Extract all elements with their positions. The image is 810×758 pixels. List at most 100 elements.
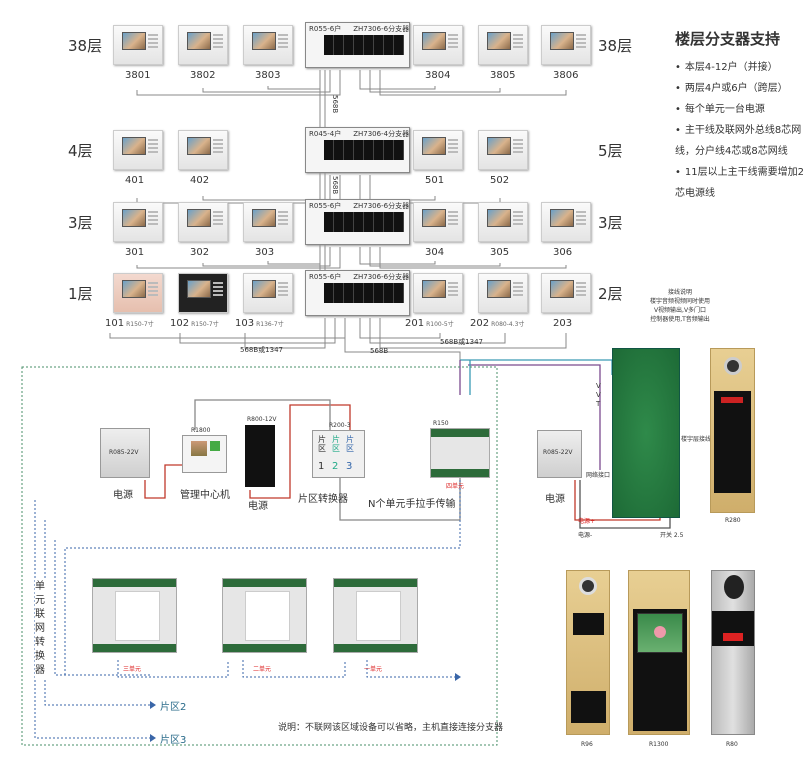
unit-number-text: 102	[170, 318, 190, 329]
monitor-buttons	[213, 282, 223, 296]
wire-pos-label: 电源+	[578, 518, 596, 525]
zone-3-text: 片区	[346, 435, 354, 453]
left-bus-label: 568B或1347	[240, 346, 283, 354]
power-2-label: 电源	[248, 501, 268, 512]
power-1-label: 电源	[113, 490, 133, 501]
splitter-model-code: R045-4户	[309, 130, 342, 138]
monitor-screen	[422, 137, 446, 155]
splitter-ports	[324, 212, 404, 232]
splitter-name: ZH7306-6分支器	[353, 273, 410, 281]
indoor-monitor	[113, 130, 163, 170]
vvt-label: V	[596, 382, 601, 390]
unit-number-text: 3802	[190, 70, 216, 81]
pcb-note: 接线说明 楼宇音频视频同时使用 V视频输出,V多门口 控制器使用,T音频输出	[645, 287, 715, 323]
splitter-name: ZH7306-4分支器	[353, 130, 410, 138]
monitor-screen	[252, 280, 276, 298]
unit-number-text: 302	[190, 247, 210, 258]
right-bus-label: 568B或1347	[440, 338, 483, 346]
side-item: 主干线及联网外总线8芯网线，分户线4芯或8芯网线	[675, 120, 807, 162]
management-center: R1800	[182, 427, 227, 473]
zone-2-text: 片区	[332, 435, 340, 453]
indoor-monitor	[413, 25, 463, 65]
chain-label: N个单元手拉手传输	[368, 499, 456, 510]
note: 说明：不联网该区域设备可以省略，主机直接连接分支器	[278, 723, 504, 733]
monitor-screen	[122, 209, 146, 227]
splitter-model-code: R055-6户	[309, 273, 342, 281]
indoor-monitor	[478, 130, 528, 170]
main-bus-label: 568B	[370, 347, 389, 355]
monitor-buttons	[576, 34, 586, 48]
floor-label-left: 38层	[68, 37, 103, 55]
trunk-wire-label: 568B	[331, 95, 339, 114]
indoor-monitor	[113, 202, 163, 242]
indoor-monitor	[243, 25, 293, 65]
indoor-monitor	[478, 202, 528, 242]
unit-number-text: 3805	[490, 70, 516, 81]
floor-label-right: 2层	[598, 285, 623, 303]
indoor-monitor	[541, 202, 591, 242]
monitor-buttons	[148, 34, 158, 48]
zone-3-label: 片区3	[160, 735, 187, 746]
indoor-monitor	[178, 25, 228, 65]
floor-label-right: 3层	[598, 214, 623, 232]
monitor-model: R100-5寸	[426, 321, 454, 328]
monitor-buttons	[213, 211, 223, 225]
monitor-buttons	[513, 282, 523, 296]
unit-number-text: 101	[105, 318, 125, 329]
indoor-monitor	[541, 273, 591, 313]
pcb-note-line: 楼宇音频视频同时使用	[649, 298, 710, 305]
monitor-buttons	[278, 282, 288, 296]
lock-label: 楼宇层接线	[681, 436, 712, 443]
monitor-screen	[122, 32, 146, 50]
unit-number-text: 202	[470, 318, 490, 329]
center-model: R1800	[191, 427, 211, 434]
side-item: 每个单元一台电源	[675, 99, 807, 120]
unit-number-text: 301	[125, 247, 145, 258]
monitor-screen	[122, 280, 146, 298]
monitor-buttons	[148, 282, 158, 296]
unit-number-text: 201	[405, 318, 425, 329]
unit-number: 3801	[125, 70, 150, 81]
converter-tag: 一单元	[364, 666, 383, 673]
monitor-buttons	[448, 211, 458, 225]
unit-number: 302	[190, 247, 209, 258]
panel-model: R1300	[649, 741, 669, 748]
zone-converter: R200-3 片区 片区 片区 1 2 3	[312, 422, 365, 478]
monitor-buttons	[576, 211, 586, 225]
floor-label-left: 4层	[68, 142, 93, 160]
converter-tag: 三单元	[123, 666, 142, 673]
side-item: 两层4户或6户（跨层）	[675, 78, 807, 99]
trunk-wire-label: 568B	[331, 176, 339, 195]
outdoor-power-model: R085-22V	[543, 449, 573, 456]
floor-label-left: 1层	[68, 285, 93, 303]
monitor-screen	[187, 32, 211, 50]
unit-number: 306	[553, 247, 572, 258]
monitor-screen	[252, 32, 276, 50]
vvt-label: T	[596, 400, 601, 408]
unit-number: 401	[125, 175, 144, 186]
splitter-model: R055-6户 ZH7306-6分支器	[309, 272, 409, 282]
monitor-buttons	[278, 34, 288, 48]
unit-number: 502	[490, 175, 509, 186]
unit-number-text: 304	[425, 247, 445, 258]
monitor-buttons	[448, 282, 458, 296]
floor-label-left: 3层	[68, 214, 93, 232]
door-panel-r1300: R1300	[628, 570, 690, 748]
unit-number-text: 3806	[553, 70, 579, 81]
monitor-buttons	[148, 139, 158, 153]
unit-number: 3803	[255, 70, 280, 81]
monitor-model: R136-7寸	[256, 321, 284, 328]
indoor-monitor	[478, 25, 528, 65]
unit-converter: 三单元	[92, 578, 177, 673]
monitor-buttons	[513, 139, 523, 153]
zone-2-label: 片区2	[160, 702, 187, 713]
monitor-screen	[487, 280, 511, 298]
floor-label-right: 38层	[598, 37, 633, 55]
